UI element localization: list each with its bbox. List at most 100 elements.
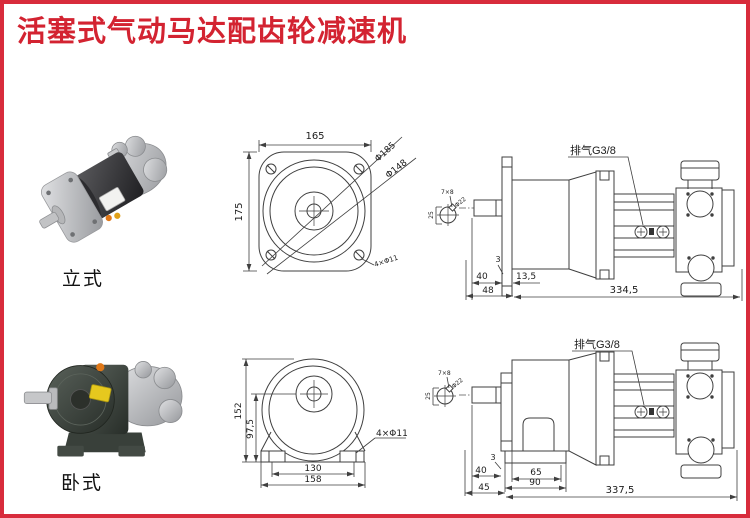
cylinder-head-bottom: [680, 464, 722, 479]
disc-lug: [599, 351, 610, 362]
head-detail: [681, 167, 719, 189]
gearbox-housing: [511, 179, 570, 270]
end-plate: [721, 189, 735, 267]
port-mark: [649, 228, 654, 235]
air-motor-cylinder: [153, 366, 176, 390]
flange-hole: [92, 219, 98, 224]
cylinder-head-top: [680, 342, 720, 362]
horizontal-motor-illustration: [23, 361, 183, 457]
dim-3: 3: [495, 255, 500, 264]
taper-section: [568, 352, 597, 466]
port-symbol: [656, 405, 670, 419]
foot-pad-left: [260, 450, 286, 463]
key-callout-line: [446, 376, 450, 389]
key-callout-line: [449, 195, 453, 208]
yellow-plug: [114, 212, 121, 219]
air-motor-cylinder: [143, 157, 168, 182]
taper-section: [568, 171, 597, 279]
shaft: [471, 386, 502, 404]
hub-plate: [500, 372, 513, 452]
horizontal-side-view-drawing: 排气G3/8 3 40 65 45 90 337,5: [459, 337, 738, 501]
pilot-circle-outer: [262, 159, 366, 263]
motor-section-lines: [614, 201, 674, 251]
output-shaft: [23, 391, 52, 404]
dim-40: 40: [476, 272, 488, 282]
valve-circle-bottom: [687, 254, 715, 282]
flange-detail: [502, 166, 512, 287]
valve-circle-top: [686, 190, 714, 218]
exhaust-port-label: 排气G3/8: [574, 337, 620, 351]
holes-label: 4×Φ11: [376, 429, 408, 439]
pilot-circle-inner: [269, 166, 359, 256]
dim-3-leader: [497, 264, 504, 275]
bolt-dots: [686, 192, 715, 260]
orange-plug: [105, 214, 112, 222]
port-symbol: [634, 225, 648, 239]
nameplate: [99, 187, 126, 212]
vertical-front-view-drawing: Φ185 Φ148 4×Φ11 165 175: [234, 131, 417, 275]
head-detail: [681, 349, 719, 370]
port-mark: [649, 408, 654, 415]
dim-158: 158: [304, 475, 321, 485]
dim-total: 337,5: [606, 485, 635, 496]
housing-circle-outer: [261, 358, 365, 462]
flange-plate: [501, 156, 513, 297]
keyway: [448, 203, 457, 212]
extension-lines: [243, 151, 257, 272]
vertical-type-label: 立式: [62, 269, 105, 290]
dim-3: 3: [490, 453, 495, 462]
port-cross: [637, 408, 645, 416]
center-mark: [300, 380, 328, 408]
housing-circle-inner: [268, 365, 358, 455]
center-mark: [434, 385, 456, 407]
flange-outline: [258, 151, 372, 272]
air-motor-valve: [134, 361, 152, 379]
dia-outer-label: Φ185: [373, 141, 398, 165]
key-size-label: 7×8: [441, 189, 454, 196]
foot-pad: [57, 445, 84, 457]
gearbox-housing: [511, 359, 570, 452]
disc-lug: [599, 455, 610, 466]
port-symbol: [656, 225, 670, 239]
holes-leader: [355, 437, 406, 454]
foot-braces: [260, 431, 366, 452]
key-height-label: 25: [428, 211, 435, 219]
cylinder-head-top: [680, 160, 720, 181]
dim-48: 48: [482, 286, 494, 296]
vertical-side-view-drawing: 排气G3/8 3 40 13,5 48 334,5: [459, 143, 743, 301]
dim-45: 45: [478, 483, 489, 493]
page-title: 活塞式气动马达配齿轮减速机: [17, 16, 408, 48]
dia-callout-line: [266, 157, 417, 275]
flange-hole: [46, 190, 51, 196]
flange-hole: [68, 177, 74, 183]
width-dim: 165: [305, 131, 324, 142]
ribbed-disc: [595, 170, 615, 280]
port-cross: [659, 228, 667, 236]
pedestal-waist: [522, 417, 555, 451]
flange-hole: [70, 232, 75, 237]
holes-label: 4×Φ11: [373, 254, 399, 269]
port-symbol: [634, 405, 648, 419]
keyway: [445, 384, 454, 393]
valve-circle-bottom: [687, 436, 715, 464]
extension-lines: [464, 405, 738, 501]
center-mark: [299, 196, 329, 226]
vertical-motor-illustration: [39, 135, 168, 243]
port-cross: [637, 228, 645, 236]
holes-callout-line: [361, 258, 375, 266]
dim-90: 90: [529, 478, 541, 488]
height-dim: 175: [234, 202, 245, 221]
foot-pad-right: [339, 450, 365, 463]
extension-lines: [242, 358, 296, 463]
vertical-motor-photo: [39, 135, 168, 243]
bolt-dots: [686, 374, 715, 442]
key-height-label: 25: [425, 392, 432, 400]
dia-callout-line: [261, 136, 403, 267]
dim-total: 334,5: [610, 285, 639, 296]
dim-3-leader: [494, 461, 502, 470]
disc-lug: [599, 269, 610, 280]
horizontal-front-view-drawing: 152 97,5 130 158 4×Φ11: [234, 358, 408, 488]
hub-detail: [501, 382, 512, 442]
dim-13-5: 13,5: [516, 272, 536, 282]
